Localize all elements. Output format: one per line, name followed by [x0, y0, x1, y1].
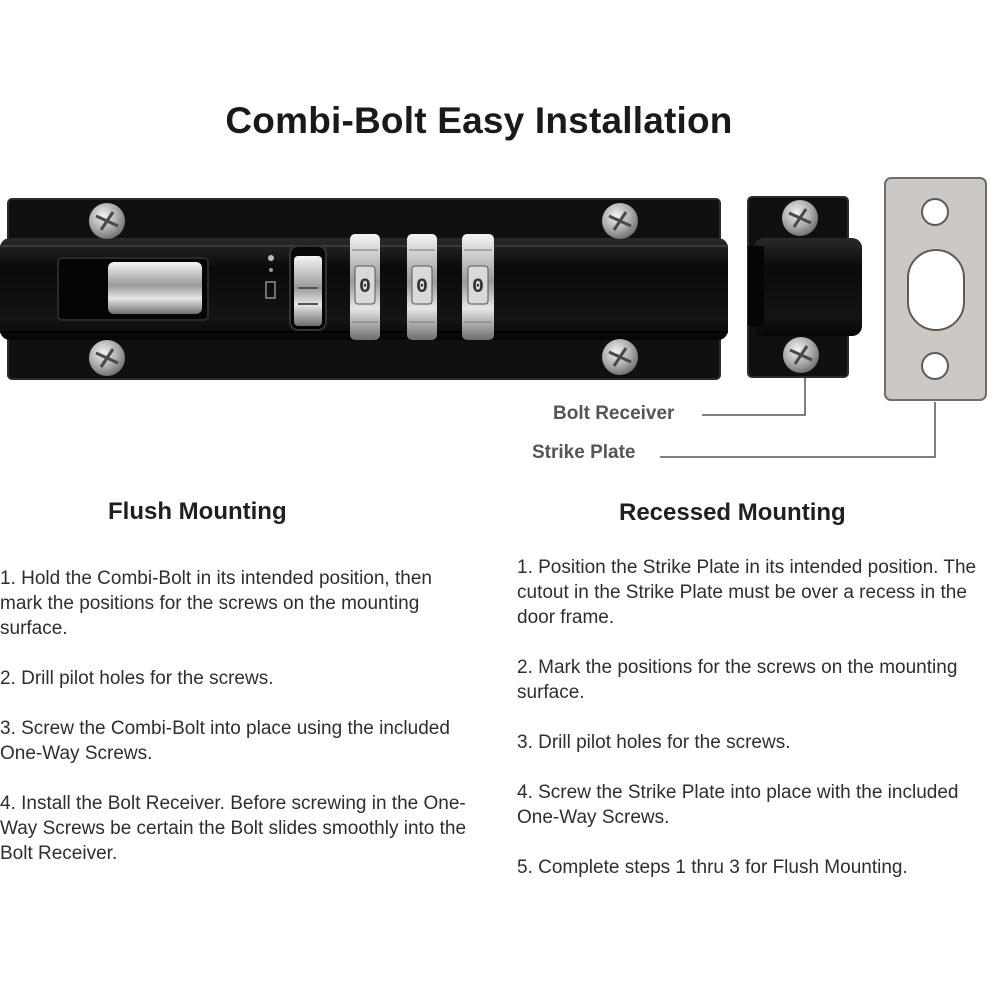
svg-text:0: 0	[416, 276, 428, 299]
screw-icon	[89, 203, 125, 239]
flush-step-4: 4. Install the Bolt Receiver. Before scr…	[0, 793, 467, 864]
screw-icon	[783, 337, 819, 373]
bolt-receiver-label: Bolt Receiver	[553, 403, 675, 424]
screw-icon	[89, 340, 125, 376]
recessed-mounting-heading: Recessed Mounting	[619, 499, 846, 526]
bolt-pin	[108, 262, 202, 314]
recessed-step-1: 1. Position the Strike Plate in its inte…	[517, 557, 977, 628]
recessed-step-4: 4. Screw the Strike Plate into place wit…	[517, 782, 959, 828]
screw-icon	[782, 200, 818, 236]
strike-plate-label: Strike Plate	[532, 442, 636, 463]
svg-text:0: 0	[472, 276, 484, 299]
bolt-receiver	[747, 196, 862, 378]
bolt-illustration: 0 0 0	[0, 177, 987, 458]
page-title: Combi-Bolt Easy Installation	[225, 100, 733, 141]
screw-icon	[602, 339, 638, 375]
recessed-step-5: 5. Complete steps 1 thru 3 for Flush Mou…	[517, 857, 908, 878]
combination-dial: 0	[407, 234, 437, 340]
combination-dial: 0	[350, 234, 380, 340]
strike-plate	[884, 177, 987, 401]
flush-step-2: 2. Drill pilot holes for the screws.	[0, 668, 274, 689]
recessed-step-3: 3. Drill pilot holes for the screws.	[517, 732, 791, 753]
combi-bolt: 0 0 0	[0, 198, 728, 380]
flush-step-1: 1. Hold the Combi-Bolt in its intended p…	[0, 568, 432, 639]
flush-mounting-heading: Flush Mounting	[108, 498, 287, 525]
recessed-mounting-steps: 1. Position the Strike Plate in its inte…	[517, 555, 977, 905]
combination-dial: 0	[462, 234, 494, 340]
callout-lines	[660, 378, 936, 458]
flush-mounting-steps: 1. Hold the Combi-Bolt in its intended p…	[0, 566, 470, 891]
flush-step-3: 3. Screw the Combi-Bolt into place using…	[0, 718, 450, 764]
bolt-knob	[294, 256, 322, 326]
recessed-step-2: 2. Mark the positions for the screws on …	[517, 657, 958, 703]
svg-text:0: 0	[359, 276, 371, 299]
screw-icon	[602, 203, 638, 239]
